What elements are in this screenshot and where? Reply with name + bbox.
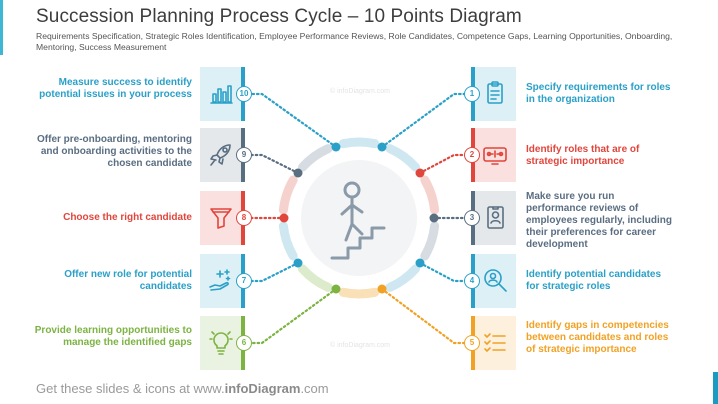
- step-number-badge: 8: [236, 210, 252, 226]
- step-text-4: Identify potential candidates for strate…: [526, 269, 662, 292]
- ring-segment: [385, 264, 420, 292]
- step-number-badge: 10: [236, 86, 252, 102]
- step-text-8: Choose the right candidate: [63, 212, 192, 223]
- accent-bar: [0, 0, 3, 55]
- step-number-badge: 2: [464, 147, 480, 163]
- step-number-badge: 3: [464, 210, 480, 226]
- cycle-dot: [415, 258, 425, 268]
- step-number-badge: 5: [464, 335, 480, 351]
- footer-text: Get these slides & icons at www.infoDiag…: [36, 381, 329, 396]
- lightbulb-icon: [209, 331, 233, 355]
- connector-line: [418, 153, 472, 175]
- accent-bar-bottom: [713, 372, 718, 404]
- connector-line: [244, 287, 338, 345]
- step-text-1: Specify requirements for roles in the or…: [526, 82, 671, 105]
- page-title: Succession Planning Process Cycle – 10 P…: [36, 6, 522, 27]
- watermark: © infoDiagram.com: [330, 342, 391, 349]
- cycle-dot: [429, 213, 439, 223]
- footer-suffix: .com: [300, 381, 329, 396]
- person-climbing-stairs-icon: [330, 181, 386, 260]
- watermark: © infoDiagram.com: [330, 88, 391, 95]
- cycle-dot: [293, 168, 303, 178]
- step-text-3: Make sure you run performance reviews of…: [526, 191, 672, 250]
- ring-segment: [420, 221, 440, 261]
- employee-id-card-icon: [487, 206, 504, 229]
- checklist-icon: [484, 333, 506, 352]
- connector-line: [244, 261, 300, 283]
- step-number-badge: 6: [236, 335, 252, 351]
- funnel-icon: [210, 208, 232, 229]
- ring-segment: [278, 221, 298, 261]
- step-text-5: Identify gaps in competencies between ca…: [526, 320, 669, 355]
- step-text-2: Identify roles that are of strategic imp…: [526, 144, 640, 167]
- footer-brand: infoDiagram: [224, 381, 301, 396]
- cycle-dot: [377, 284, 387, 294]
- footer-prefix: Get these slides & icons at www.: [36, 381, 225, 396]
- connector-line: [418, 261, 472, 283]
- step-text-9: Offer pre-onboarding, mentoring and onbo…: [37, 134, 192, 169]
- step-number-badge: 1: [464, 86, 480, 102]
- ring-segment: [298, 144, 333, 172]
- step-text-10: Measure success to identify potential is…: [39, 77, 192, 100]
- cycle-dot: [279, 213, 289, 223]
- page-subtitle: Requirements Specification, Strategic Ro…: [36, 31, 673, 52]
- cycle-dot: [293, 258, 303, 268]
- cycle-dot: [415, 168, 425, 178]
- org-chart-icon: [483, 147, 507, 165]
- hand-with-sparkles-icon: [209, 269, 231, 291]
- cycle-dot: [377, 142, 387, 152]
- cycle-dot: [331, 142, 341, 152]
- ring-segment: [278, 175, 298, 215]
- step-number-badge: 7: [236, 273, 252, 289]
- ring-segment: [385, 144, 420, 172]
- magnifier-person-icon: [484, 269, 507, 292]
- rocket-icon: [210, 144, 231, 166]
- connector-line: [380, 92, 472, 149]
- ring-segment: [338, 137, 380, 149]
- bar-chart-icon: [210, 85, 233, 104]
- step-text-7: Offer new role for potential candidates: [64, 269, 192, 292]
- step-number-badge: 4: [464, 273, 480, 289]
- step-number-badge: 9: [236, 147, 252, 163]
- ring-segment: [420, 175, 440, 215]
- cycle-dot: [331, 284, 341, 294]
- center-circle: [301, 160, 417, 276]
- connector-line: [244, 92, 338, 149]
- clipboard-icon: [487, 81, 503, 104]
- step-text-6: Provide learning opportunities to manage…: [34, 325, 192, 348]
- connector-line: [244, 153, 300, 175]
- ring-segment: [298, 264, 333, 292]
- connector-line: [380, 287, 472, 345]
- ring-segment: [338, 287, 380, 299]
